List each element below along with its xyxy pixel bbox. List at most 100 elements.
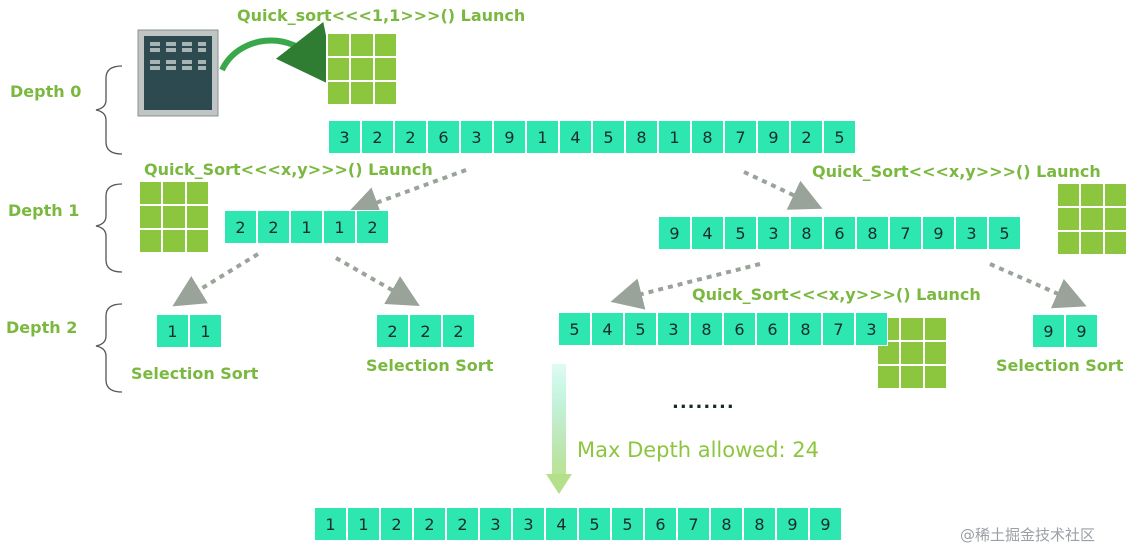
- grid-block: [328, 34, 350, 56]
- grid-block: [924, 318, 946, 340]
- arrow-left-to-b: [335, 256, 420, 306]
- grid-block: [1081, 232, 1103, 254]
- grid-block: [1058, 184, 1080, 206]
- array-cell: 1: [323, 210, 356, 244]
- array-cell: 7: [822, 312, 855, 346]
- selection-sort-label-3: Selection Sort: [996, 356, 1124, 375]
- thread-grid-icon: [326, 32, 398, 106]
- array-cell: 5: [592, 120, 625, 154]
- array-cell: 6: [823, 216, 856, 250]
- array-cell: 8: [856, 216, 889, 250]
- array-cell: 1: [526, 120, 559, 154]
- grid-block: [163, 230, 185, 252]
- depth-2-brace: [95, 303, 123, 393]
- array-cell: 2: [376, 314, 409, 348]
- arrow-root-to-left: [346, 168, 467, 218]
- array-cell: 5: [988, 216, 1021, 250]
- launch-label-top: Quick_sort<<<1,1>>>() Launch: [237, 6, 526, 25]
- grid-block: [328, 82, 350, 104]
- array-cell: 2: [257, 210, 290, 244]
- array-cell: 5: [578, 507, 611, 541]
- array-cell: 9: [809, 507, 842, 541]
- array-cell: 1: [156, 314, 189, 348]
- arrow-right-to-d: [989, 262, 1087, 309]
- array-cell: 1: [189, 314, 222, 348]
- grid-block: [140, 182, 162, 204]
- array-cell: 8: [790, 216, 823, 250]
- depth-label-2: Depth 2: [6, 318, 78, 337]
- grid-block: [1058, 208, 1080, 230]
- array-cell: 8: [789, 312, 822, 346]
- array-cell: 2: [409, 314, 442, 348]
- launch-label-right: Quick_Sort<<<x,y>>>() Launch: [812, 162, 1101, 181]
- array-cell: 9: [922, 216, 955, 250]
- array-cell: 4: [545, 507, 578, 541]
- depth-1-brace: [95, 183, 123, 273]
- array-cell: 3: [479, 507, 512, 541]
- array-cell: 9: [1065, 314, 1098, 348]
- array-cell: 3: [460, 120, 493, 154]
- array-cell: 4: [691, 216, 724, 250]
- launch-label-mid: Quick_Sort<<<x,y>>>() Launch: [692, 285, 981, 304]
- array-cell: 4: [559, 120, 592, 154]
- max-depth-label: Max Depth allowed: 24: [577, 438, 820, 462]
- array-cell: 2: [446, 507, 479, 541]
- depth-label-0: Depth 0: [10, 82, 82, 101]
- array-cell: 8: [690, 312, 723, 346]
- array-cell: 2: [224, 210, 257, 244]
- array-cell: 3: [855, 312, 888, 346]
- grid-block: [351, 82, 373, 104]
- array-cell: 9: [658, 216, 691, 250]
- array-cell: 2: [790, 120, 823, 154]
- gpu-chip-icon: [137, 29, 219, 117]
- array-cell: 1: [347, 507, 380, 541]
- array-cell: 5: [724, 216, 757, 250]
- array-cell: 2: [361, 120, 394, 154]
- array-cell: 7: [724, 120, 757, 154]
- grid-block: [901, 366, 923, 388]
- array-cell: 2: [442, 314, 475, 348]
- array-cell: 9: [757, 120, 790, 154]
- max-depth-arrow: [546, 364, 572, 494]
- grid-block: [186, 230, 208, 252]
- grid-block: [1104, 184, 1126, 206]
- grid-block: [1081, 184, 1103, 206]
- array-cell: 9: [493, 120, 526, 154]
- grid-block: [328, 58, 350, 80]
- array-cell: 2: [413, 507, 446, 541]
- grid-block: [878, 342, 900, 364]
- grid-block: [924, 366, 946, 388]
- array-cell: 4: [591, 312, 624, 346]
- thread-grid-icon: [1056, 182, 1128, 256]
- array-cell: 5: [558, 312, 591, 346]
- watermark: @稀土掘金技术社区: [960, 526, 1096, 544]
- arrow-right-to-c: [610, 262, 761, 310]
- grid-block: [374, 82, 396, 104]
- grid-block: [374, 34, 396, 56]
- thread-grid-icon: [876, 316, 948, 390]
- array-cell: 1: [290, 210, 323, 244]
- grid-block: [186, 206, 208, 228]
- depth-label-1: Depth 1: [8, 201, 80, 220]
- grid-block: [1104, 208, 1126, 230]
- array-cell: 5: [823, 120, 856, 154]
- array-cell: 2: [380, 507, 413, 541]
- array-cell: 8: [691, 120, 724, 154]
- array-cell: 6: [427, 120, 460, 154]
- array-cell: 2: [394, 120, 427, 154]
- selection-sort-label-1: Selection Sort: [131, 364, 259, 383]
- grid-block: [374, 58, 396, 80]
- grid-block: [1058, 232, 1080, 254]
- thread-grid-icon: [138, 180, 210, 254]
- grid-block: [351, 34, 373, 56]
- array-cell: 5: [624, 312, 657, 346]
- arrow-left-to-a: [172, 252, 260, 307]
